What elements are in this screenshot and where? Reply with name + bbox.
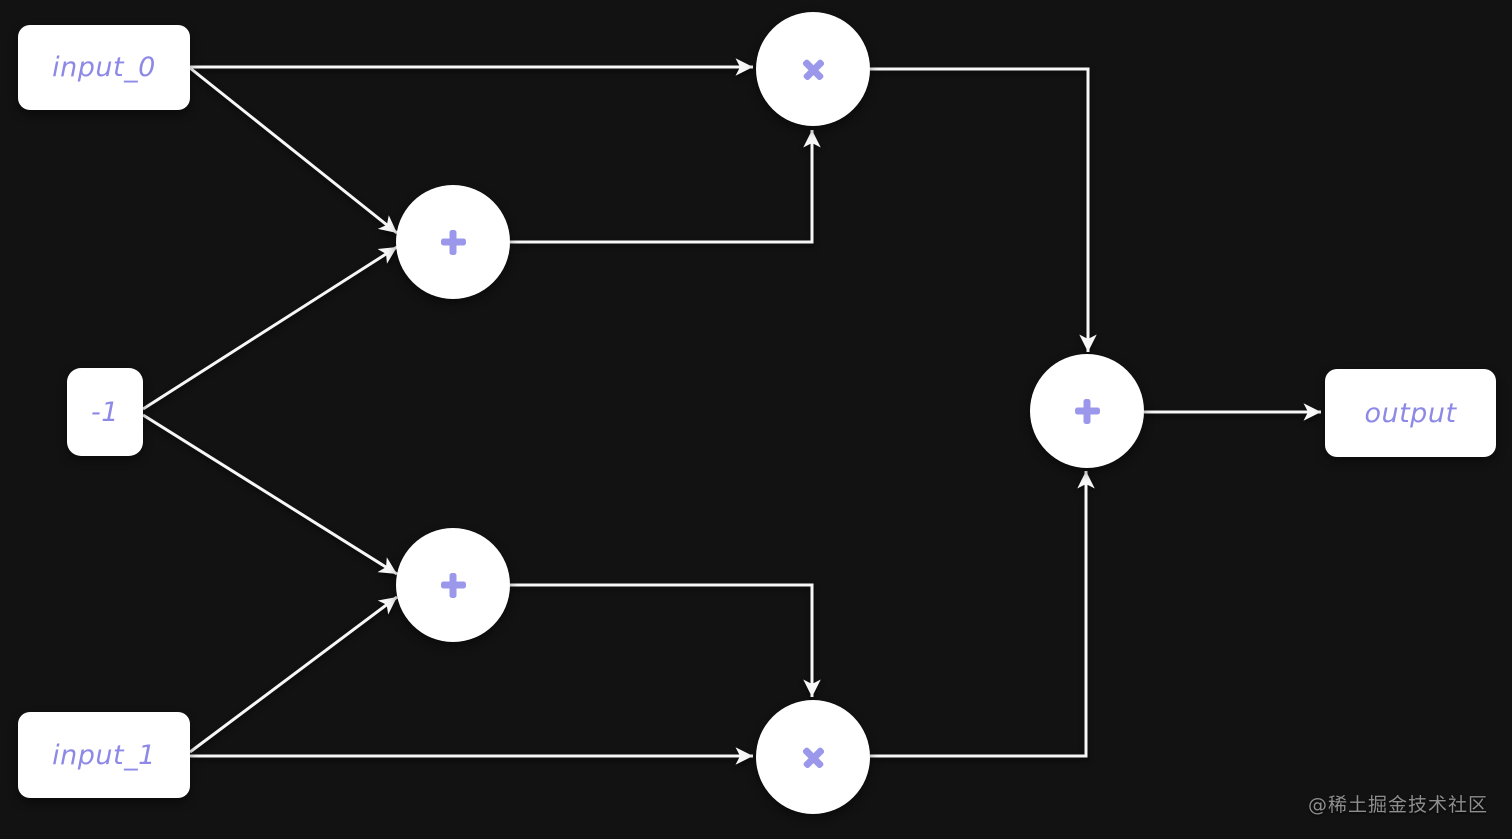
node-add-top [396,185,510,299]
watermark-text: @稀土掘金技术社区 [1307,794,1488,816]
edge-minusone-to-addbottom [142,413,398,576]
multiply-icon [795,51,830,86]
node-add-output [1030,354,1144,468]
node-input-0: input_0 [18,25,190,110]
node-input-1: input_1 [18,712,190,798]
node-constant-minus-one: -1 [67,368,143,456]
edge-multop-to-addout [870,67,1097,352]
edge-addtop-to-multop [510,130,821,244]
node-output-label: output [1364,397,1457,429]
edge-minusone-to-addtop [142,245,398,411]
node-multiply-bottom [756,700,870,814]
multiply-icon [795,739,830,774]
node-input-0-label: input_0 [52,52,156,83]
node-constant-label: -1 [91,396,119,428]
edge-input0-to-addtop [189,66,398,235]
add-icon [441,230,466,255]
add-icon [441,573,466,598]
node-output: output [1325,369,1496,457]
edge-addbottom-to-mulbottom [510,583,821,697]
edge-mulbottom-to-addout [870,471,1095,758]
node-input-1-label: input_1 [52,739,156,771]
edge-input1-to-addbottom [189,595,398,754]
node-add-bottom [396,528,510,642]
node-multiply-top [756,12,870,126]
add-icon [1075,399,1100,424]
